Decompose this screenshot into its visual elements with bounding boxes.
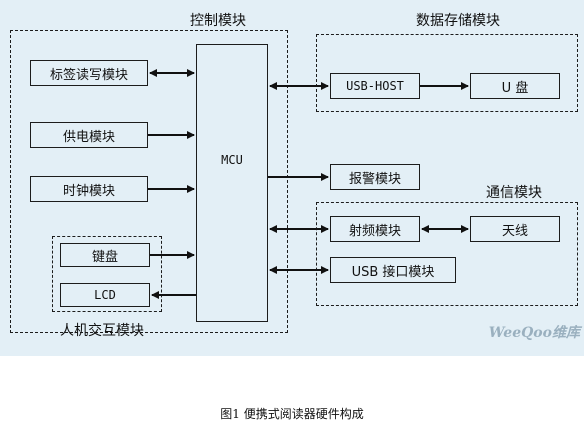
storage-module-group xyxy=(316,34,578,112)
usb-port-block: USB 接口模块 xyxy=(330,257,456,283)
antenna-block: 天线 xyxy=(470,216,560,242)
watermark-logo: WeeQoo维库 xyxy=(488,325,580,341)
hmi-module-group xyxy=(52,236,162,312)
comm-module-group xyxy=(316,202,578,306)
rf-block: 射频模块 xyxy=(330,216,420,242)
storage-module-title: 数据存储模块 xyxy=(416,13,500,29)
hardware-diagram: 控制模块 数据存储模块 通信模块 人机交互模块 MCU 标签读写模块 供电模块 … xyxy=(0,0,584,356)
figure-caption: 图1 便携式阅读器硬件构成 xyxy=(220,407,364,421)
usb-host-block: USB-HOST xyxy=(330,73,420,99)
tag-rw-block: 标签读写模块 xyxy=(30,60,148,86)
comm-module-title: 通信模块 xyxy=(486,185,542,201)
control-module-title: 控制模块 xyxy=(190,13,246,29)
keyboard-block: 键盘 xyxy=(60,243,150,267)
hmi-module-title: 人机交互模块 xyxy=(60,323,144,339)
power-block: 供电模块 xyxy=(30,122,148,148)
mcu-label: MCU xyxy=(221,153,243,167)
clock-block: 时钟模块 xyxy=(30,176,148,202)
u-disk-block: U 盘 xyxy=(470,73,560,99)
lcd-block: LCD xyxy=(60,283,150,307)
mcu-block: MCU xyxy=(196,44,268,322)
alarm-block: 报警模块 xyxy=(330,164,420,190)
control-module-group xyxy=(10,30,288,333)
connection-arrows xyxy=(148,69,469,299)
